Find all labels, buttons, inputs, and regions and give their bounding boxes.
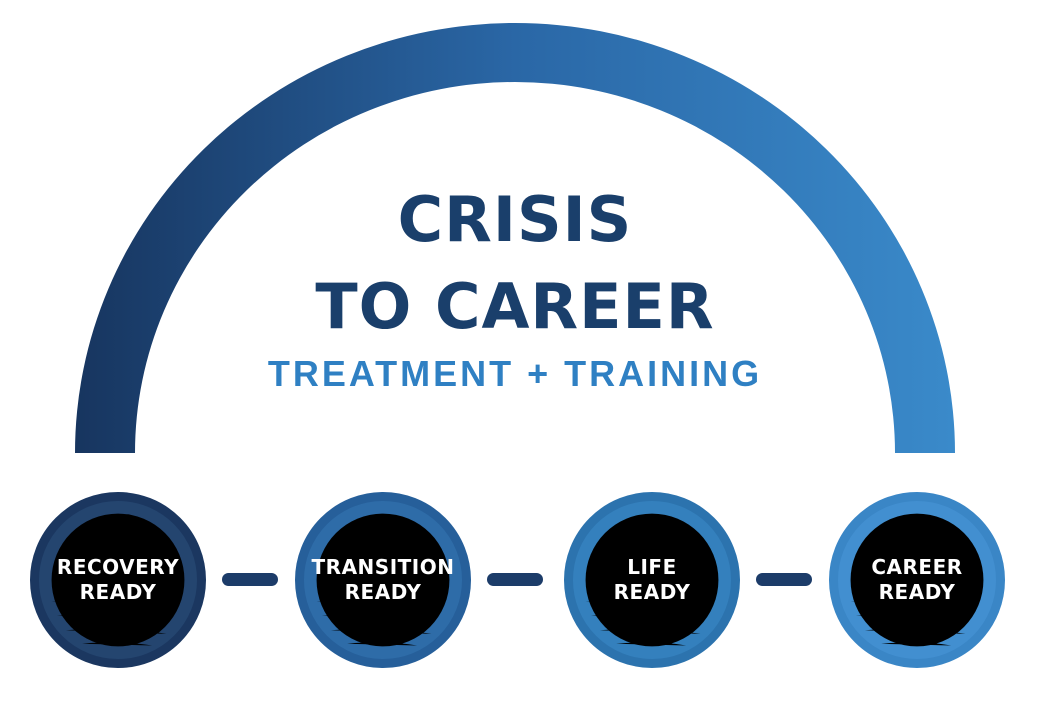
stage-label-line: RECOVERY	[56, 555, 180, 579]
title-block: CRISIS TO CAREER TREATMENT + TRAINING	[268, 176, 762, 396]
stage-label: TRANSITION READY	[304, 501, 462, 659]
stage-label-line: LIFE	[627, 555, 677, 579]
stage-circle-transition-ready: TRANSITION READY	[295, 492, 471, 668]
subtitle: TREATMENT + TRAINING	[267, 353, 763, 394]
connector-dash	[756, 573, 812, 586]
stage-label-line: READY	[878, 580, 956, 604]
stage-circle-life-ready: LIFE READY	[564, 492, 740, 668]
title-line-2: TO CAREER	[315, 270, 715, 343]
title-line-1: CRISIS	[397, 183, 633, 256]
stage-label-line: TRANSITION	[311, 555, 455, 579]
stage-circle-recovery-ready: RECOVERY READY	[30, 492, 206, 668]
arch-ring-shape	[75, 23, 955, 453]
stage-label-line: CAREER	[871, 555, 963, 579]
stage-circle-career-ready: CAREER READY	[829, 492, 1005, 668]
stage-label: CAREER READY	[838, 501, 996, 659]
stage-label-line: READY	[613, 580, 691, 604]
connector-dash	[222, 573, 278, 586]
stage-label: RECOVERY READY	[39, 501, 197, 659]
connector-dash	[487, 573, 543, 586]
stage-label: LIFE READY	[573, 501, 731, 659]
stage-label-line: READY	[79, 580, 157, 604]
stage-label-line: READY	[344, 580, 422, 604]
